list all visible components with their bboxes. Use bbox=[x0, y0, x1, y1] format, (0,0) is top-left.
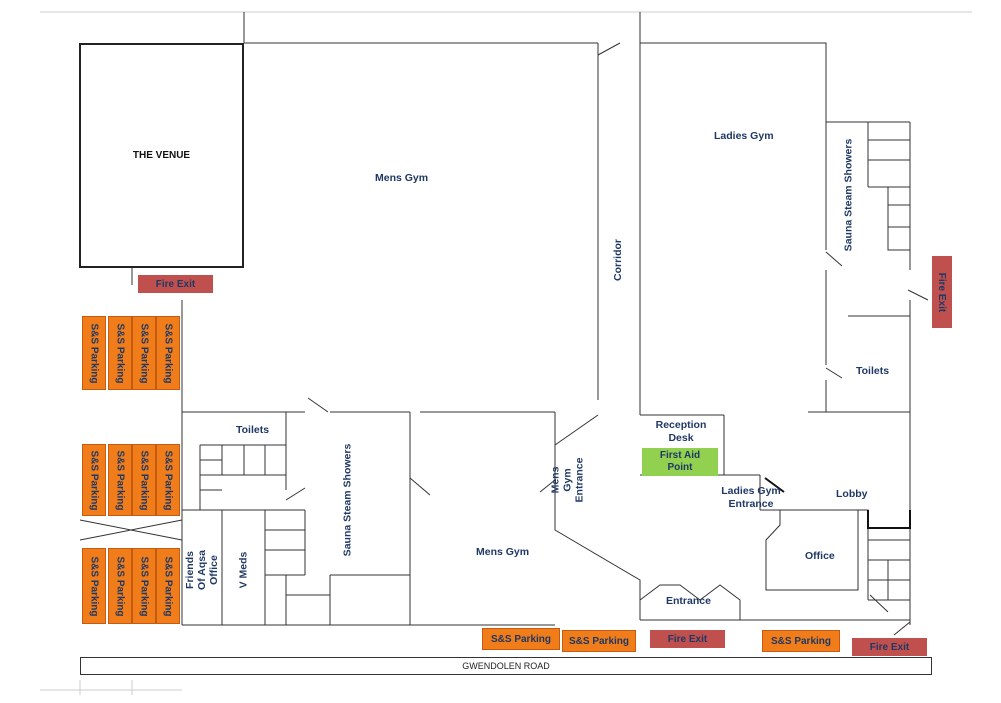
office-label: Office bbox=[805, 550, 835, 562]
gwendolen-road: GWENDOLEN ROAD bbox=[80, 657, 932, 675]
first-aid-text: First Aid Point bbox=[659, 450, 701, 473]
parking-bay: S&S Parking bbox=[132, 444, 156, 516]
friends-office-label: Friends Of Aqsa Office bbox=[182, 520, 222, 620]
parking-text: S&S Parking bbox=[114, 322, 126, 384]
fire-exit-text: Fire Exit bbox=[667, 633, 708, 645]
parking-bay: S&S Parking bbox=[762, 630, 840, 652]
parking-text: S&S Parking bbox=[114, 449, 126, 511]
fire-exit-text: Fire Exit bbox=[869, 641, 910, 653]
parking-text: S&S Parking bbox=[88, 449, 100, 511]
fire-exit-entrance: Fire Exit bbox=[650, 630, 725, 648]
mens-gym-entrance-text: Mens Gym Entrance bbox=[549, 457, 586, 503]
parking-bay: S&S Parking bbox=[82, 316, 106, 390]
ladies-gym-label: Ladies Gym bbox=[714, 130, 774, 142]
sauna-right-label: Sauna Steam Showers bbox=[826, 130, 870, 260]
fire-exit-venue: Fire Exit bbox=[138, 275, 213, 293]
parking-bay: S&S Parking bbox=[156, 444, 180, 516]
road-label: GWENDOLEN ROAD bbox=[462, 661, 550, 671]
parking-bay: S&S Parking bbox=[108, 444, 132, 516]
parking-bay: S&S Parking bbox=[482, 628, 560, 650]
parking-bay: S&S Parking bbox=[156, 316, 180, 390]
parking-bay: S&S Parking bbox=[132, 548, 156, 624]
venue-room: THE VENUE bbox=[79, 43, 244, 268]
mens-gym-bottom-label: Mens Gym bbox=[476, 546, 530, 558]
fire-exit-bottom-right: Fire Exit bbox=[852, 638, 927, 656]
ladies-gym-entrance-label: Ladies Gym Entrance bbox=[721, 485, 781, 510]
lobby-label: Lobby bbox=[836, 488, 868, 500]
reception-desk-label: Reception Desk bbox=[655, 419, 707, 444]
sauna-right-text: Sauna Steam Showers bbox=[842, 138, 854, 252]
toilets-left-label: Toilets bbox=[236, 424, 270, 436]
friends-office-text: Friends Of Aqsa Office bbox=[184, 550, 220, 590]
entrance-label: Entrance bbox=[666, 595, 711, 607]
parking-text: S&S Parking bbox=[490, 633, 552, 645]
mens-gym-entrance-label: Mens Gym Entrance bbox=[545, 445, 589, 515]
v-meds-text: V Meds bbox=[237, 551, 250, 589]
sauna-left-label: Sauna Steam Showers bbox=[325, 430, 369, 570]
sauna-left-text: Sauna Steam Showers bbox=[341, 443, 353, 557]
parking-text: S&S Parking bbox=[568, 635, 630, 647]
parking-bay: S&S Parking bbox=[108, 548, 132, 624]
parking-text: S&S Parking bbox=[138, 555, 150, 617]
parking-text: S&S Parking bbox=[162, 555, 174, 617]
corridor-text: Corridor bbox=[612, 239, 624, 281]
parking-text: S&S Parking bbox=[114, 555, 126, 617]
parking-bay: S&S Parking bbox=[132, 316, 156, 390]
fire-exit-text: Fire Exit bbox=[936, 272, 948, 312]
parking-bay: S&S Parking bbox=[562, 630, 636, 652]
fire-exit-right: Fire Exit bbox=[932, 256, 952, 328]
corridor-label: Corridor bbox=[596, 210, 640, 310]
parking-text: S&S Parking bbox=[138, 322, 150, 384]
parking-text: S&S Parking bbox=[162, 449, 174, 511]
fire-exit-text: Fire Exit bbox=[155, 278, 196, 290]
parking-bay: S&S Parking bbox=[156, 548, 180, 624]
venue-label: THE VENUE bbox=[132, 150, 191, 161]
parking-text: S&S Parking bbox=[162, 322, 174, 384]
parking-bay: S&S Parking bbox=[82, 548, 106, 624]
parking-text: S&S Parking bbox=[770, 635, 832, 647]
parking-text: S&S Parking bbox=[88, 322, 100, 384]
parking-text: S&S Parking bbox=[88, 555, 100, 617]
v-meds-label: V Meds bbox=[222, 540, 265, 600]
first-aid-point: First Aid Point bbox=[642, 448, 718, 476]
parking-bay: S&S Parking bbox=[108, 316, 132, 390]
toilets-right-label: Toilets bbox=[856, 365, 890, 377]
parking-text: S&S Parking bbox=[138, 449, 150, 511]
mens-gym-top-label: Mens Gym bbox=[375, 172, 429, 184]
parking-bay: S&S Parking bbox=[82, 444, 106, 516]
